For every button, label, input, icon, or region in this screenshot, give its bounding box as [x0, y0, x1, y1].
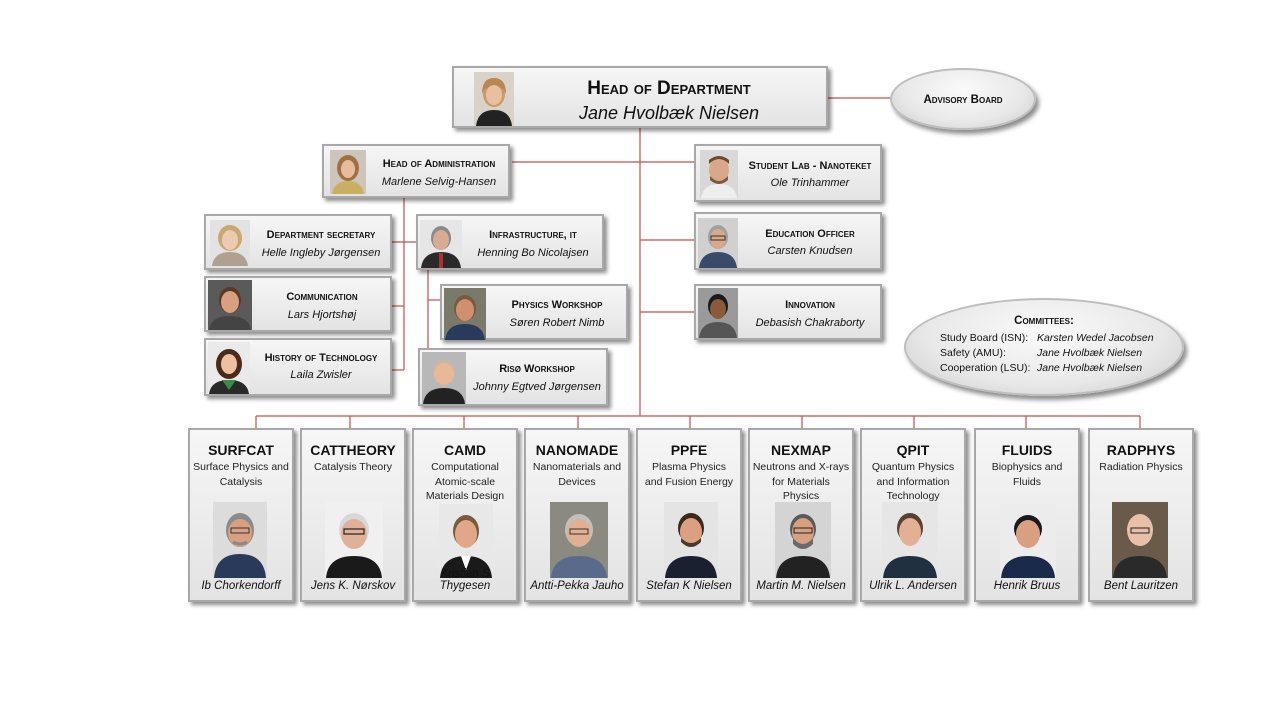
committee-row: Study Board (ISN):Karsten Wedel Jacobsen	[940, 332, 1154, 344]
group-leader-photo	[550, 502, 608, 578]
group-leader-photo	[1112, 502, 1168, 578]
committees-oval[interactable]: Committees: Study Board (ISN):Karsten We…	[904, 298, 1184, 396]
group-code: NANOMADE	[535, 442, 619, 458]
advisory-board-label: Advisory Board	[923, 94, 1003, 106]
group-description: Nanomaterials and Devices	[532, 461, 622, 488]
person-photo	[698, 288, 738, 338]
person-photo	[422, 352, 466, 404]
staff-name: Lars Hjortshøj	[287, 309, 357, 321]
group-box-ppfe[interactable]: PPFE Plasma Physics and Fusion Energy St…	[636, 428, 742, 602]
group-code: RADPHYS	[1106, 442, 1176, 458]
staff-name: Debasish Chakraborty	[755, 317, 865, 329]
group-code: PPFE	[670, 442, 708, 458]
group-leader-photo	[775, 502, 831, 578]
group-code: NEXMAP	[771, 442, 831, 458]
group-box-nexmap[interactable]: NEXMAP Neutrons and X-rays for Materials…	[748, 428, 854, 602]
staff-title: History of Technology	[264, 352, 378, 364]
staff-box-innovation[interactable]: Innovation Debasish Chakraborty	[694, 284, 882, 340]
group-leader-name: Jens K. Nørskov	[310, 580, 396, 592]
staff-name: Søren Robert Nimb	[509, 317, 605, 329]
group-box-camd[interactable]: CAMD Computational Atomic-scale Material…	[412, 428, 518, 602]
group-code: CAMD	[444, 442, 486, 458]
group-leader-name: Bent Lauritzen	[1103, 580, 1179, 592]
group-description: Catalysis Theory	[313, 461, 392, 473]
group-leader-name: Martin M. Nielsen	[756, 580, 846, 592]
staff-box-department-secretary[interactable]: Department secretary Helle Ingleby Jørge…	[204, 214, 392, 270]
staff-title: Student Lab - Nanoteket	[748, 160, 872, 172]
staff-box-riso-workshop[interactable]: Risø Workshop Johnny Egtved Jørgensen	[418, 348, 608, 406]
staff-box-head-of-administration[interactable]: Head of Administration Marlene Selvig-Ha…	[322, 144, 510, 198]
staff-title: Infrastructure, it	[489, 229, 577, 241]
group-description: Computational Atomic-scale Materials Des…	[425, 461, 505, 502]
staff-title: Physics Workshop	[511, 299, 603, 311]
committee-row: Safety (AMU):Jane Hvolbæk Nielsen	[940, 347, 1143, 359]
staff-box-history-of-technology[interactable]: History of Technology Laila Zwisler	[204, 338, 392, 396]
staff-name: Henning Bo Nicolajsen	[477, 247, 589, 259]
staff-title: Risø Workshop	[499, 363, 575, 375]
group-code: SURFCAT	[208, 442, 274, 458]
group-leader-name: Ulrik L. Andersen	[869, 580, 957, 592]
person-photo	[208, 342, 250, 394]
staff-title: Education Officer	[765, 228, 855, 240]
group-leader-name: Ib Chorkendorff	[201, 580, 281, 592]
staff-box-communication[interactable]: Communication Lars Hjortshøj	[204, 276, 392, 332]
person-photo	[208, 280, 252, 330]
staff-title: Innovation	[785, 299, 835, 311]
person-photo	[210, 220, 250, 266]
advisory-board-oval[interactable]: Advisory Board	[890, 68, 1036, 130]
group-description: Quantum Physics and Information Technolo…	[871, 461, 955, 502]
staff-name: Ole Trinhammer	[770, 177, 850, 189]
group-leader-photo	[1000, 504, 1056, 578]
group-leader-name: Antti-Pekka Jauho	[530, 580, 624, 592]
head-name: Jane Hvolbæk Nielsen	[578, 103, 760, 123]
group-code: QPIT	[896, 442, 930, 458]
head-title: Head of Department	[587, 78, 751, 99]
group-box-fluids[interactable]: FLUIDS Biophysics and Fluids Henrik Bruu…	[974, 428, 1080, 602]
staff-name: Helle Ingleby Jørgensen	[261, 247, 381, 259]
group-leader-photo	[439, 504, 493, 578]
committees-title: Committees:	[1014, 315, 1074, 327]
person-photo	[700, 150, 738, 198]
group-leader-name: Kristian S Thygesen	[439, 568, 491, 592]
group-leader-photo	[664, 502, 718, 578]
group-box-radphys[interactable]: RADPHYS Radiation Physics Bent Lauritzen	[1088, 428, 1194, 602]
staff-box-student-lab[interactable]: Student Lab - Nanoteket Ole Trinhammer	[694, 144, 882, 202]
group-description: Plasma Physics and Fusion Energy	[644, 461, 734, 488]
staff-name: Johnny Egtved Jørgensen	[473, 381, 601, 393]
group-leader-name: Stefan K Nielsen	[646, 580, 732, 592]
person-photo	[420, 220, 462, 268]
committees-list: Study Board (ISN):Karsten Wedel Jacobsen…	[940, 331, 1170, 376]
person-photo	[444, 288, 486, 340]
staff-box-infrastructure-it[interactable]: Infrastructure, it Henning Bo Nicolajsen	[416, 214, 604, 270]
head-photo	[474, 72, 514, 126]
group-description: Neutrons and X-rays for Materials Physic…	[752, 461, 850, 502]
staff-title: Communication	[286, 291, 358, 303]
staff-title: Head of Administration	[382, 158, 496, 170]
staff-box-physics-workshop[interactable]: Physics Workshop Søren Robert Nimb	[440, 284, 628, 340]
group-leader-name: Henrik Bruus	[993, 580, 1061, 592]
group-description: Surface Physics and Catalysis	[193, 461, 289, 488]
group-leader-photo	[325, 502, 383, 578]
group-code: CATTHEORY	[310, 442, 396, 458]
head-of-department-box[interactable]: Head of Department Jane Hvolbæk Nielsen	[452, 66, 828, 128]
group-box-qpit[interactable]: QPIT Quantum Physics and Information Tec…	[860, 428, 966, 602]
staff-box-education-officer[interactable]: Education Officer Carsten Knudsen	[694, 212, 882, 270]
staff-name: Marlene Selvig-Hansen	[381, 176, 497, 188]
person-photo	[698, 218, 738, 268]
person-photo	[330, 150, 366, 194]
group-description: Radiation Physics	[1099, 461, 1183, 473]
group-box-nanomade[interactable]: NANOMADE Nanomaterials and Devices Antti…	[524, 428, 630, 602]
committee-row: Cooperation (LSU):Jane Hvolbæk Nielsen	[940, 362, 1143, 374]
staff-title: Department secretary	[266, 229, 376, 241]
staff-name: Laila Zwisler	[290, 369, 352, 381]
staff-name: Carsten Knudsen	[767, 245, 853, 257]
group-leader-photo	[213, 502, 267, 578]
group-leader-photo	[882, 502, 938, 578]
group-description: Biophysics and Fluids	[991, 461, 1063, 488]
group-code: FLUIDS	[1001, 442, 1053, 458]
group-box-surfcat[interactable]: SURFCAT Surface Physics and Catalysis Ib…	[188, 428, 294, 602]
group-box-cattheory[interactable]: CATTHEORY Catalysis Theory Jens K. Nørsk…	[300, 428, 406, 602]
